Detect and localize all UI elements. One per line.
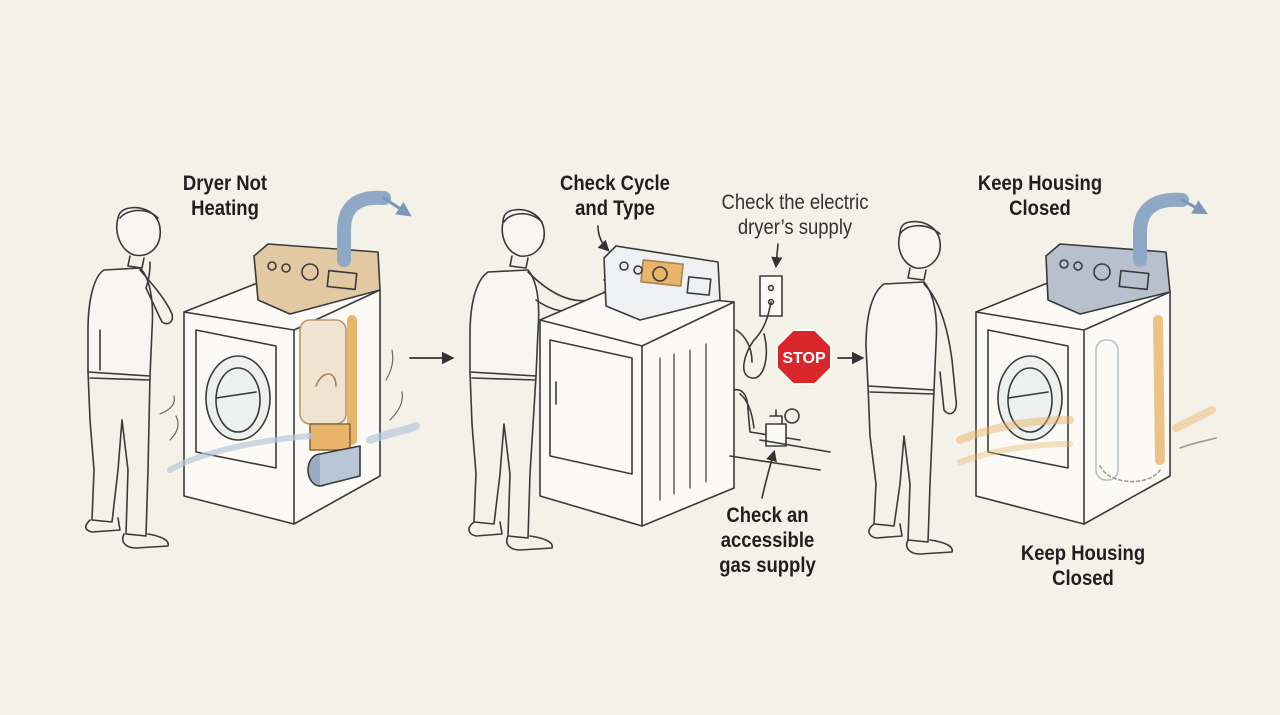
gas-callout: Check an accessible gas supply: [708, 503, 827, 578]
electric-callout-line1: Check the electric: [721, 191, 869, 214]
housing-callout: Keep Housing Closed: [1004, 541, 1162, 591]
step3-label-line1: Keep Housing: [977, 172, 1103, 195]
step2-label-line2: and Type: [575, 197, 655, 220]
step2-label-line1: Check Cycle: [560, 172, 670, 195]
step3-label-line2: Closed: [1009, 197, 1071, 220]
duct-icon: [956, 192, 1217, 465]
dryer-icon: [183, 243, 381, 525]
callout-arrow: [771, 243, 783, 269]
person-icon: [865, 220, 958, 555]
gas-callout-line1: Check an: [726, 504, 809, 527]
wall-outlet-icon: [735, 275, 783, 379]
electric-callout: Check the electric dryer’s supply: [707, 190, 883, 240]
step1-label: Dryer Not Heating: [159, 171, 291, 221]
step2-label: Check Cycle and Type: [545, 171, 686, 221]
stop-sign-icon: STOP: [776, 329, 832, 385]
housing-callout-line2: Closed: [1052, 567, 1114, 590]
housing-callout-line1: Keep Housing: [1020, 542, 1146, 565]
step3-label: Keep Housing Closed: [961, 171, 1119, 221]
step1-label-line2: Heating: [191, 197, 259, 220]
gas-callout-line2: accessible: [720, 529, 815, 552]
person-icon: [84, 206, 174, 549]
duct-icon: [167, 190, 420, 473]
step1-label-line1: Dryer Not: [182, 172, 268, 195]
person-icon: [468, 208, 627, 551]
electric-callout-line2: dryer’s supply: [737, 216, 853, 239]
gas-valve-icon: [729, 388, 831, 471]
dryer-icon: [539, 245, 735, 527]
gas-callout-line3: gas supply: [719, 554, 816, 577]
stop-sign-text: STOP: [782, 350, 826, 367]
dryer-icon: [975, 243, 1171, 525]
callout-arrow: [597, 225, 610, 252]
vibration-lines: [159, 349, 403, 441]
callout-arrow: [761, 449, 777, 499]
